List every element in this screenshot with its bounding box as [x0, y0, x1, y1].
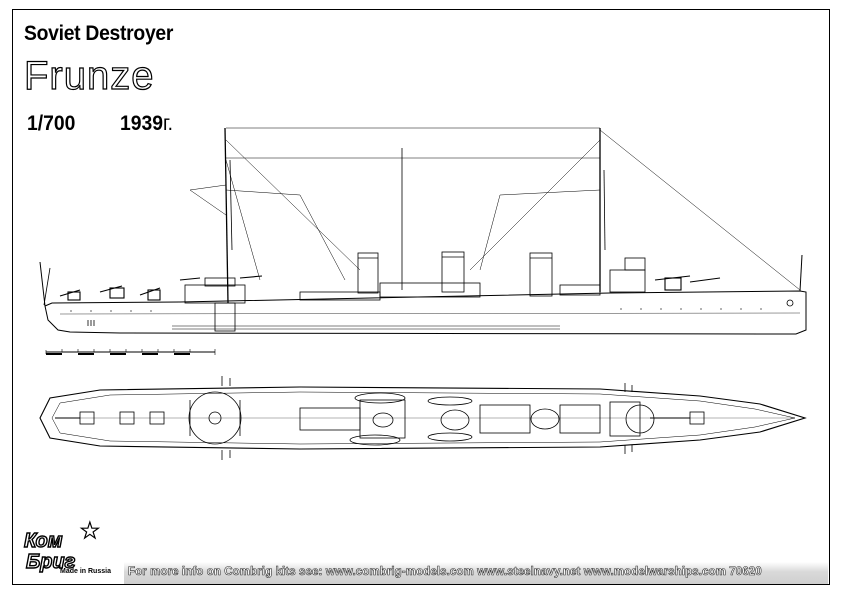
side-profile	[39, 127, 807, 355]
rigging	[189, 127, 801, 291]
top-view	[39, 376, 807, 460]
made-in-label: Made in Russia	[60, 568, 111, 575]
hull-plan	[39, 386, 807, 450]
logo-line1: Ком	[23, 529, 63, 552]
hull-side	[44, 290, 807, 335]
logo-line2: Бриг	[25, 550, 76, 573]
forward-guns	[654, 275, 721, 291]
year-suffix: г.	[162, 112, 174, 135]
scale-label: 1/700	[27, 112, 76, 135]
year-label: 1939г.	[120, 112, 173, 136]
ship-type-title: Soviet Destroyer	[24, 22, 174, 45]
combrig-logo: ★ Ком Бриг Made in Russia	[22, 517, 122, 580]
footer-info: For more info on Combrig kits see: www.c…	[128, 566, 762, 579]
ship-name-title: Frunze	[23, 53, 155, 98]
scale-bar	[45, 349, 216, 355]
funnels	[357, 251, 553, 297]
footer-band	[124, 562, 828, 584]
drawing-frame	[12, 9, 830, 585]
portholes	[70, 308, 762, 312]
year-value: 1939	[120, 112, 163, 135]
star-icon: ★	[79, 517, 100, 543]
aft-guns	[59, 275, 263, 301]
